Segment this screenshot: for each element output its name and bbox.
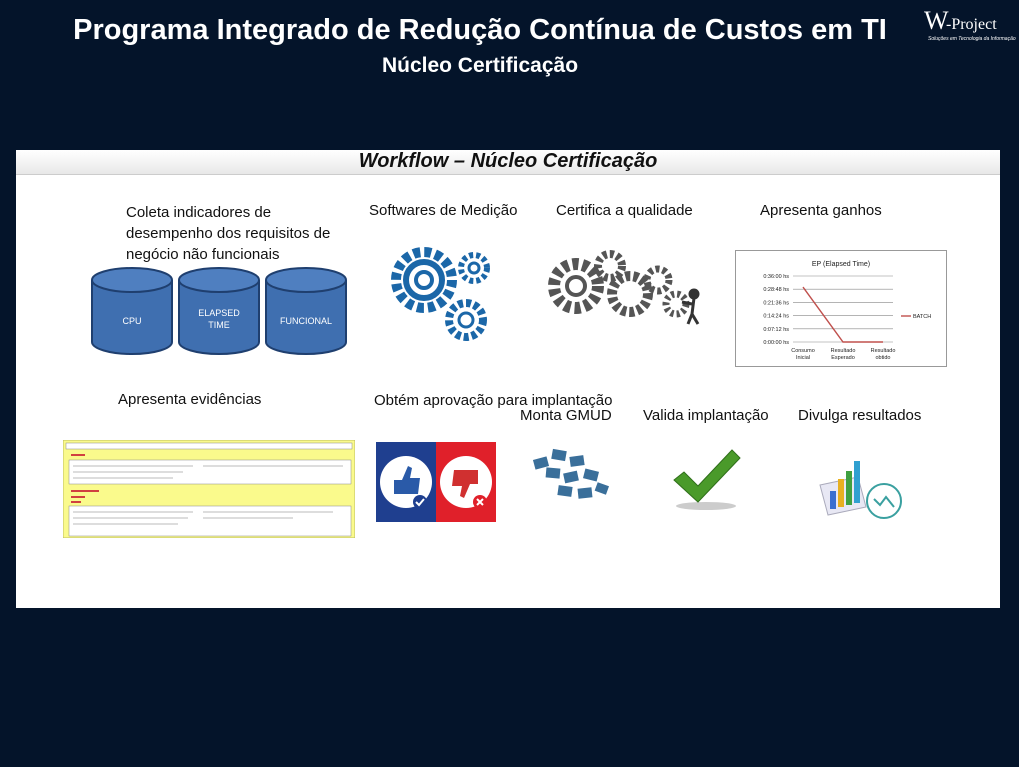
databases-diagram: CPU ELAPSED TIME FUNCIONAL (91, 267, 347, 355)
chart-x-tick-label: Resultado (871, 348, 896, 354)
chart-title: EP (Elapsed Time) (812, 261, 870, 268)
step-divulga-label: Divulga resultados (798, 407, 922, 424)
database-funcional-label: FUNCIONAL (280, 316, 332, 326)
logo-tagline: Soluções em Tecnologia da Informação (928, 36, 1016, 42)
logo-text: -Project (946, 16, 997, 33)
step-coleta-label: Coleta indicadores de desempenho dos req… (126, 204, 331, 263)
grey-gears-icon (548, 250, 700, 325)
w-project-logo: W -Project Soluções em Tecnologia da Inf… (922, 4, 1016, 46)
chart-legend-label: BATCH (913, 314, 931, 320)
database-elapsed-label: ELAPSED (198, 308, 240, 318)
step-evidencias-label: Apresenta evidências (118, 391, 262, 408)
approval-thumbs-icon (376, 442, 496, 522)
chart-y-tick-label: 0:00:00 hs (763, 340, 789, 346)
bar-chart-results-icon (819, 461, 902, 519)
database-cpu-icon: CPU (91, 267, 173, 355)
chart-y-tick-label: 0:28:48 hs (763, 287, 789, 293)
database-elapsed-label-2: TIME (208, 320, 230, 330)
step-ganhos-label: Apresenta ganhos (760, 202, 882, 219)
puzzle-tiles-icon (532, 448, 610, 499)
chart-x-tick-label: Resultado (831, 348, 856, 354)
step-aprovacao-label: Obtém aprovação para implantação (374, 392, 613, 409)
chart-x-tick-label: Consumo (791, 348, 815, 354)
database-funcional-icon: FUNCIONAL (265, 267, 347, 355)
database-elapsed-icon: ELAPSED TIME (178, 267, 260, 355)
chart-y-tick-label: 0:14:24 hs (763, 314, 789, 320)
blue-gears-icon (391, 247, 490, 341)
page-title: Programa Integrado de Redução Contínua d… (73, 14, 887, 46)
panel-title: Workflow – Núcleo Certificação (16, 150, 1000, 175)
step-softwares-label: Softwares de Medição (369, 202, 518, 219)
workflow-panel: Workflow – Núcleo Certificação Coleta in… (16, 150, 1000, 608)
step-valida-label: Valida implantação (643, 407, 769, 424)
step-gmud-label: Monta GMUD (520, 407, 612, 424)
database-cpu-label: CPU (122, 316, 141, 326)
logo-letter: W (924, 6, 949, 35)
chart-series-line (802, 286, 883, 343)
chart-y-tick-label: 0:21:36 hs (763, 300, 789, 306)
chart-x-tick-label: obtido (876, 355, 891, 361)
chart-x-tick-label: Inicial (796, 355, 810, 361)
step-certifica-label: Certifica a qualidade (556, 202, 693, 219)
chart-y-tick-label: 0:36:00 hs (763, 274, 789, 280)
checkmark-icon (673, 449, 741, 510)
elapsed-time-chart: EP (Elapsed Time) 0:36:00 hs 0:28:48 hs 0:… (735, 250, 947, 367)
page-subtitle: Núcleo Certificação (381, 54, 579, 77)
chart-y-tick-label: 0:07:12 hs (763, 327, 789, 333)
evidence-document-thumbnail (63, 440, 355, 538)
chart-x-tick-label: Esperado (831, 355, 855, 361)
